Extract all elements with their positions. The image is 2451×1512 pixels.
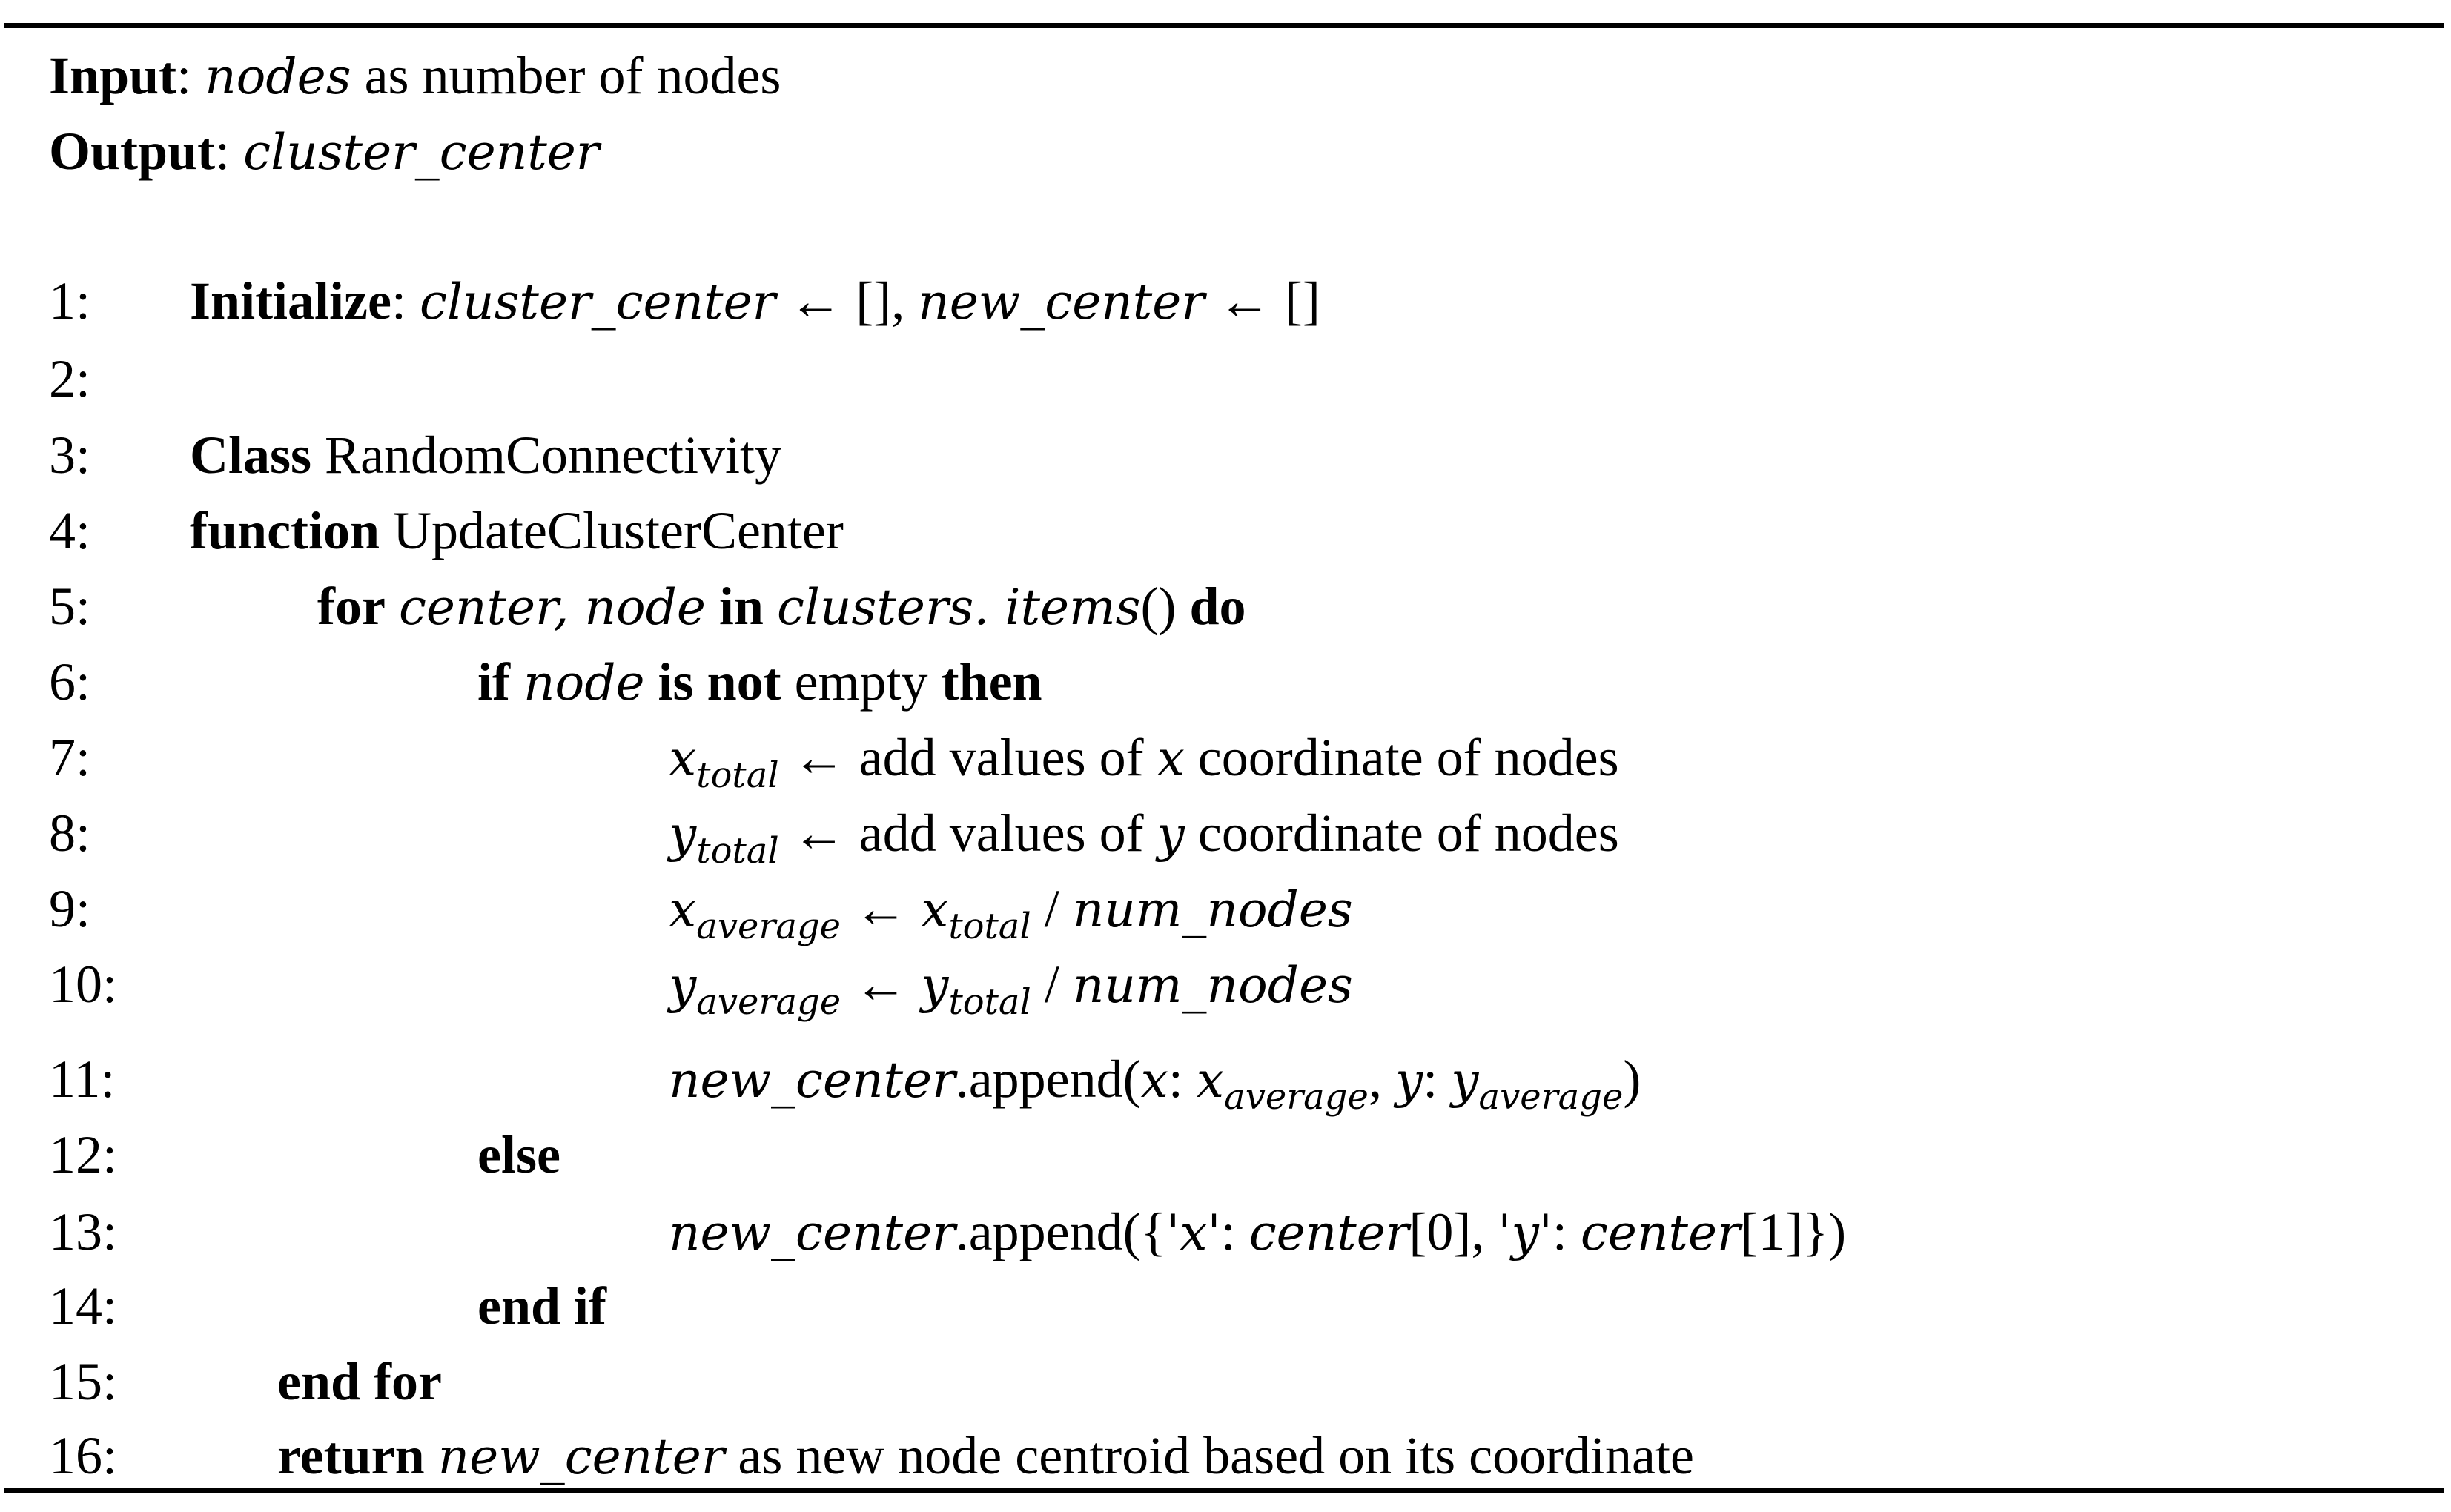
line-code: if node is not empty then	[477, 652, 1042, 712]
line-code: yaverage ← ytotal / num_nodes	[669, 955, 1353, 1023]
algo-line-4: 4: function UpdateClusterCenter	[0, 504, 2451, 571]
algo-line-14: 14: end if	[0, 1279, 2451, 1346]
algo-line-16: 16: return new_center as new node centro…	[0, 1429, 2451, 1496]
input-line: Input: nodes as number of nodes	[49, 46, 781, 105]
algo-line-9: 9: xaverage ← xtotal / num_nodes	[0, 882, 2451, 949]
line-code: new_center.append(x: xaverage, y: yavera…	[669, 1050, 1641, 1118]
line-number: 12:	[49, 1125, 118, 1184]
line-code: xaverage ← xtotal / num_nodes	[669, 879, 1353, 947]
algo-line-6: 6: if node is not empty then	[0, 655, 2451, 722]
top-rule	[4, 23, 2444, 28]
line-number: 13:	[49, 1202, 118, 1261]
algo-line-5: 5: for center, node in clusters. items()…	[0, 580, 2451, 646]
algo-line-11: 11: new_center.append(x: xaverage, y: ya…	[0, 1052, 2451, 1119]
input-desc: as number of nodes	[351, 46, 781, 105]
algo-line-2: 2:	[0, 352, 2451, 419]
algo-line-13: 13: new_center.append({'x': center[0], '…	[0, 1205, 2451, 1272]
line-code: return new_center as new node centroid b…	[277, 1426, 1694, 1485]
line-number: 15:	[49, 1352, 118, 1411]
line-number: 10:	[49, 955, 118, 1014]
line-code: else	[477, 1125, 560, 1184]
line-code: new_center.append({'x': center[0], 'y': …	[669, 1202, 1847, 1261]
line-code: end for	[277, 1352, 442, 1411]
line-number: 9:	[49, 879, 91, 938]
line-number: 7:	[49, 728, 91, 787]
algo-line-8: 8: ytotal ← add values of y coordinate o…	[0, 806, 2451, 873]
line-code: xtotal ← add values of x coordinate of n…	[669, 728, 1619, 796]
output-line: Output: cluster_center	[49, 122, 600, 181]
line-number: 14:	[49, 1276, 118, 1336]
line-code: for center, node in clusters. items() do	[317, 577, 1246, 636]
line-number: 3:	[49, 425, 91, 485]
line-code: function UpdateClusterCenter	[190, 501, 844, 560]
algo-line-15: 15: end for	[0, 1355, 2451, 1422]
line-number: 8:	[49, 803, 91, 863]
bottom-rule	[4, 1488, 2444, 1493]
line-number: 1:	[49, 271, 91, 331]
line-number: 4:	[49, 501, 91, 560]
line-code: ytotal ← add values of y coordinate of n…	[669, 803, 1619, 872]
input-var: nodes	[205, 48, 351, 105]
algo-line-7: 7: xtotal ← add values of x coordinate o…	[0, 731, 2451, 798]
line-number: 6:	[49, 652, 91, 712]
algo-line-1: 1: Initialize: cluster_center ← [], new_…	[0, 274, 2451, 341]
algo-line-3: 3: Class RandomConnectivity	[0, 428, 2451, 495]
algo-line-12: 12: else	[0, 1128, 2451, 1195]
line-number: 5:	[49, 577, 91, 636]
algo-line-10: 10: yaverage ← ytotal / num_nodes	[0, 958, 2451, 1024]
line-number: 16:	[49, 1426, 118, 1485]
line-code: end if	[477, 1276, 607, 1336]
output-var: cluster_center	[243, 124, 600, 181]
line-number: 11:	[49, 1050, 116, 1109]
output-label: Output	[49, 122, 216, 181]
line-code: Initialize: cluster_center ← [], new_cen…	[190, 271, 1320, 331]
input-label: Input	[49, 46, 177, 105]
line-number: 2:	[49, 349, 91, 408]
line-code: Class RandomConnectivity	[190, 425, 781, 485]
